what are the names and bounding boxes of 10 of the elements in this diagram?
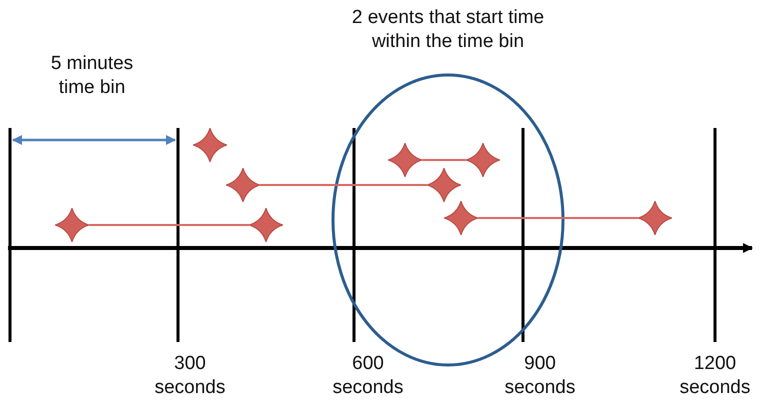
event-duration-line [260, 184, 427, 186]
event-duration-line [478, 217, 638, 219]
tick-label: 1200 seconds [678, 352, 752, 400]
tick-label: 600 seconds [332, 352, 404, 400]
annotation-text: 2 events that start time within the time bin [350, 6, 546, 54]
tick-label: 300 seconds [154, 352, 226, 400]
time-bin-label: 5 minutes time bin [50, 52, 134, 100]
event-duration-line [422, 159, 466, 161]
event-duration-line [89, 224, 249, 226]
tick-label: 900 seconds [504, 352, 576, 400]
